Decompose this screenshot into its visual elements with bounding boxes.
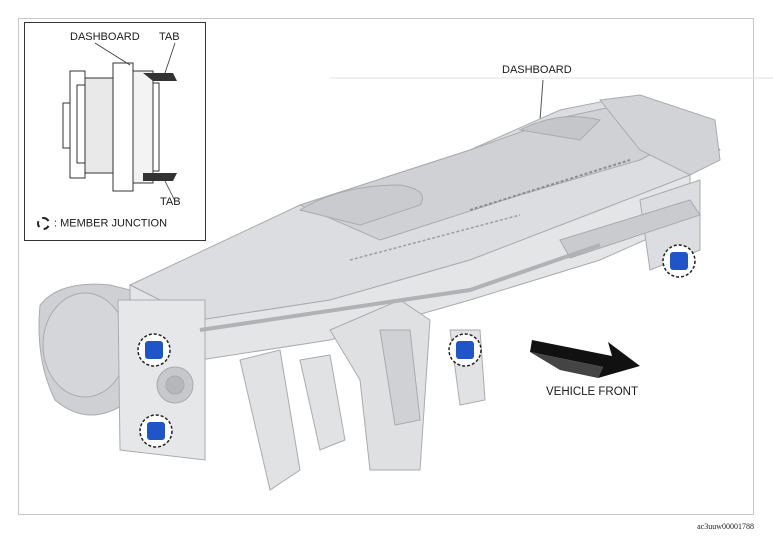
junction-marker-left-upper — [137, 333, 171, 367]
vehicle-front-label: VEHICLE FRONT — [546, 386, 639, 398]
inset-legend: : MEMBER JUNCTION — [37, 217, 167, 230]
dashboard-body — [38, 94, 721, 491]
vehicle-front-arrow — [530, 340, 640, 378]
inset-dashboard-label: DASHBOARD — [70, 31, 140, 43]
junction-marker-center — [448, 333, 482, 367]
tab-detail-inset: DASHBOARD TAB TAB : MEMBER JUNCTION — [24, 22, 206, 241]
dashboard-leader-line — [539, 79, 544, 121]
inset-legend-text: : MEMBER JUNCTION — [54, 217, 168, 230]
member-junction-legend-icon — [37, 217, 50, 230]
dashboard-label: DASHBOARD — [502, 64, 572, 76]
junction-marker-left-lower — [139, 414, 173, 448]
figure-code: ac3uuw00001788 — [697, 522, 754, 531]
inset-tab-bottom-label: TAB — [160, 196, 181, 208]
inset-tab-top-label: TAB — [159, 31, 180, 43]
junction-marker-right — [662, 244, 696, 278]
tab-detail-drawing — [62, 42, 177, 202]
